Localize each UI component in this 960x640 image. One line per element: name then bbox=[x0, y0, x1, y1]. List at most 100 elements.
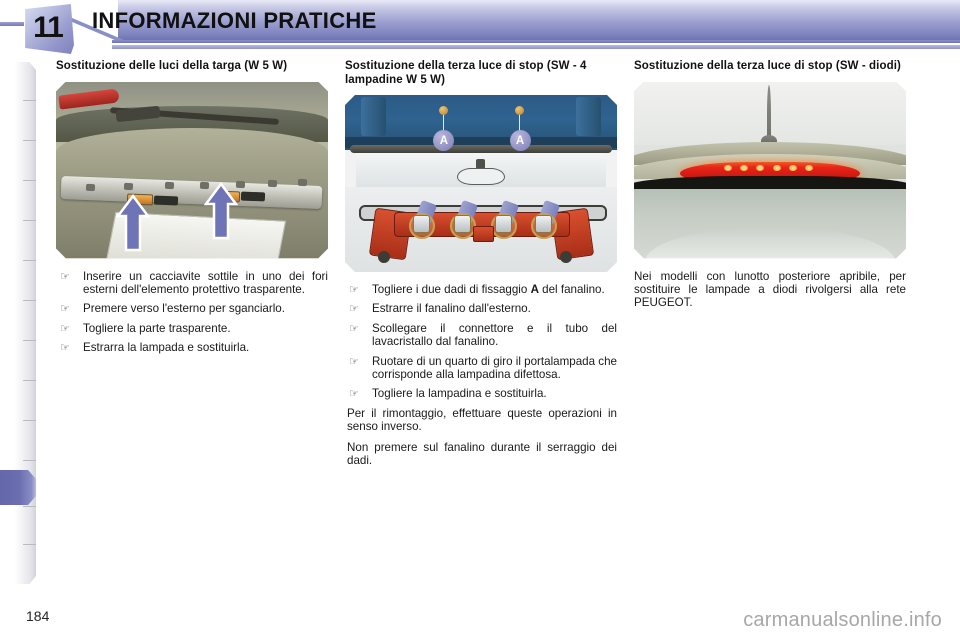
trim-detail-icon bbox=[298, 179, 307, 186]
callout-label-a2: A bbox=[510, 130, 531, 151]
chapter-number-badge: 11 bbox=[22, 4, 74, 54]
paragraph-warning: Non premere sul fanalino durante il serr… bbox=[347, 440, 617, 468]
header-rule-left-dash bbox=[0, 22, 24, 26]
list-item: ☞ Togliere i due dadi di fissaggio A del … bbox=[345, 283, 617, 296]
callout-leader-line-a1 bbox=[443, 109, 444, 134]
list-item: ☞ Scollegare il connettore e il tubo del… bbox=[345, 322, 617, 349]
callout-leader-line-a2 bbox=[519, 109, 520, 134]
header-rule-diagonal-connector bbox=[72, 18, 124, 44]
roof-seal-rail bbox=[350, 145, 611, 154]
tab-tick bbox=[23, 100, 36, 101]
tab-tick bbox=[23, 506, 36, 507]
list-item: ☞ Estrarre il fanalino dall'esterno. bbox=[345, 302, 617, 315]
tab-tick bbox=[23, 380, 36, 381]
stop-light-bulb-1 bbox=[413, 215, 430, 233]
tailgate-hinge-right bbox=[576, 97, 600, 136]
stop-light-bulb-4 bbox=[535, 215, 552, 233]
list-item-text: Inserire un cacciavite sottile in uno de… bbox=[83, 269, 328, 296]
column-2-text: ☞ Togliere i due dadi di fissaggio A del … bbox=[345, 283, 617, 467]
pointing-hand-icon: ☞ bbox=[60, 270, 70, 283]
list-item: ☞ Togliere la lampadina e sostituirla. bbox=[345, 387, 617, 400]
list-item-text: Togliere la parte trasparente. bbox=[83, 321, 231, 335]
callout-label-a1: A bbox=[433, 130, 454, 151]
column-2-heading: Sostituzione della terza luce di stop (S… bbox=[345, 60, 587, 86]
column-3-heading: Sostituzione della terza luce di stop (S… bbox=[634, 60, 901, 72]
pointing-hand-icon: ☞ bbox=[60, 342, 70, 355]
list-item: ☞ Togliere la parte trasparente. bbox=[56, 322, 328, 335]
pointing-hand-icon: ☞ bbox=[60, 303, 70, 316]
led-element bbox=[740, 165, 748, 171]
callout-arrow-right bbox=[204, 182, 238, 240]
list-item-text-before: Togliere i due dadi di fissaggio bbox=[372, 283, 531, 296]
list-item-text: Scollegare il connettore e il tubo del l… bbox=[372, 321, 617, 349]
watermark: carmanualsonline.info bbox=[743, 609, 942, 631]
tab-tick bbox=[23, 220, 36, 221]
roof-antenna bbox=[767, 85, 771, 143]
mount-grommet-right bbox=[560, 251, 572, 263]
pointing-hand-icon: ☞ bbox=[349, 388, 359, 401]
column-3-text: Nei modelli con lunotto posteriore aprib… bbox=[634, 270, 906, 310]
led-element bbox=[805, 165, 813, 171]
tab-tick bbox=[23, 140, 36, 141]
list-item-text: Estrarre il fanalino dall'esterno. bbox=[372, 302, 531, 316]
tailgate-upper-bar bbox=[345, 137, 617, 148]
window-upper-trim bbox=[634, 176, 906, 192]
column-third-stop-light-bulbs: Sostituzione della terza luce di stop (S… bbox=[345, 60, 617, 474]
column-third-stop-light-leds: Sostituzione della terza luce di stop (S… bbox=[634, 60, 906, 317]
column-number-plate-lights: Sostituzione delle luci della targa (W 5… bbox=[56, 60, 328, 361]
list-item: ☞ Estrarra la lampada e sostituirla. bbox=[56, 341, 328, 354]
tab-tick bbox=[23, 460, 36, 461]
pointing-hand-icon: ☞ bbox=[60, 322, 70, 335]
trim-detail-icon bbox=[86, 184, 95, 191]
mount-grommet-left bbox=[378, 251, 390, 263]
led-element bbox=[773, 165, 781, 171]
fixing-nut-a1 bbox=[439, 106, 448, 115]
third-stop-light-led-photo bbox=[634, 82, 906, 259]
tab-tick bbox=[23, 180, 36, 181]
tab-tick bbox=[23, 420, 36, 421]
tailgate-hinge-left bbox=[361, 97, 385, 136]
pointing-hand-icon: ☞ bbox=[349, 355, 359, 368]
tab-tick bbox=[23, 260, 36, 261]
list-item-text: Premere verso l'esterno per sganciarlo. bbox=[83, 302, 285, 316]
chapter-badge-shape bbox=[25, 4, 74, 54]
stop-light-connector bbox=[473, 226, 494, 242]
list-item-bold-ref: A bbox=[530, 283, 539, 296]
tab-tick bbox=[23, 300, 36, 301]
header-rule-top-line bbox=[112, 40, 960, 43]
led-element bbox=[756, 165, 764, 171]
led-element bbox=[724, 165, 732, 171]
header-band bbox=[0, 0, 960, 40]
pointing-hand-icon: ☞ bbox=[349, 284, 359, 296]
number-plate-lamp-left-recess bbox=[154, 195, 178, 205]
tab-tick bbox=[23, 340, 36, 341]
list-item-text: Ruotare di un quarto di giro il portalam… bbox=[372, 354, 617, 382]
column-1-text: ☞ Inserire un cacciavite sottile in uno … bbox=[56, 270, 328, 355]
chapter-number-label: 11 bbox=[33, 11, 64, 44]
interior-mirror bbox=[457, 168, 505, 186]
number-plate-lamp-right-recess bbox=[241, 192, 265, 202]
list-item: ☞ Inserire un cacciavite sottile in uno … bbox=[56, 270, 328, 297]
trim-detail-icon bbox=[124, 183, 133, 190]
list-item-text: Estrarra la lampada e sostituirla. bbox=[83, 341, 250, 355]
column-1-heading: Sostituzione delle luci della targa (W 5… bbox=[56, 60, 288, 72]
page-number: 184 bbox=[26, 608, 50, 624]
pointing-hand-icon: ☞ bbox=[349, 303, 359, 316]
list-item-text-after: del fanalino. bbox=[538, 283, 605, 296]
paragraph-reassembly: Per il rimontaggio, effettuare queste op… bbox=[347, 406, 617, 434]
page-title: INFORMAZIONI PRATICHE bbox=[92, 8, 377, 33]
trim-detail-icon bbox=[268, 180, 277, 187]
list-item: ☞ Ruotare di un quarto di giro il portal… bbox=[345, 355, 617, 382]
third-stop-light-bulbs-diagram: A A bbox=[345, 95, 617, 272]
chapter-tab-active-11[interactable] bbox=[0, 470, 36, 505]
header-rule-bottom-line bbox=[112, 45, 960, 49]
rear-window-glass bbox=[634, 189, 906, 258]
header-rule-white-line bbox=[112, 43, 960, 45]
pointing-hand-icon: ☞ bbox=[349, 322, 359, 335]
stop-light-bulb-2 bbox=[454, 215, 471, 233]
fixing-nut-a2 bbox=[515, 106, 524, 115]
list-item-text: Togliere la lampadina e sostituirla. bbox=[372, 387, 547, 401]
interior-mirror-stem bbox=[476, 159, 485, 170]
trim-detail-icon bbox=[165, 182, 174, 189]
tab-tick bbox=[23, 544, 36, 545]
